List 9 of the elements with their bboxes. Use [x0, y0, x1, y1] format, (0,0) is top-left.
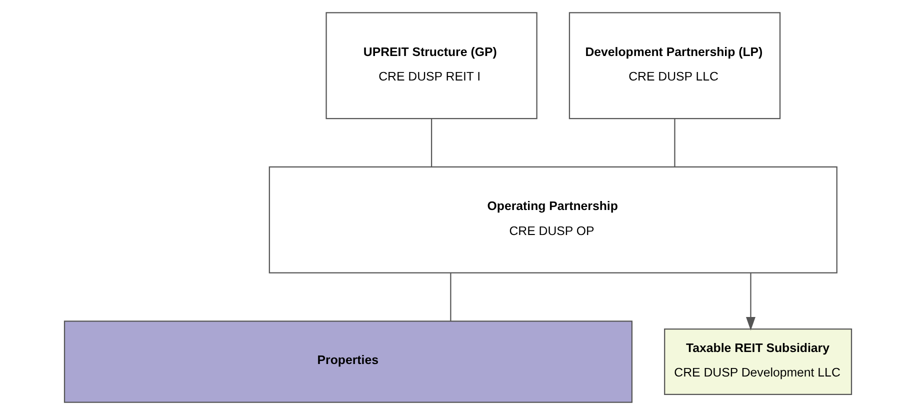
connector — [450, 273, 452, 322]
node-box: Development Partnership (LP) CRE DUSP LLC — [568, 12, 781, 120]
node-box: Taxable REIT Subsidiary CRE DUSP Development LLC — [664, 328, 852, 395]
node-box: Properties — [64, 320, 633, 403]
arrow — [746, 273, 756, 331]
connector — [674, 118, 676, 167]
connector — [430, 118, 432, 167]
node-box: UPREIT Structure (GP) CRE DUSP REIT I — [326, 12, 538, 120]
node-box: Operating Partnership CRE DUSP OP — [268, 166, 838, 274]
